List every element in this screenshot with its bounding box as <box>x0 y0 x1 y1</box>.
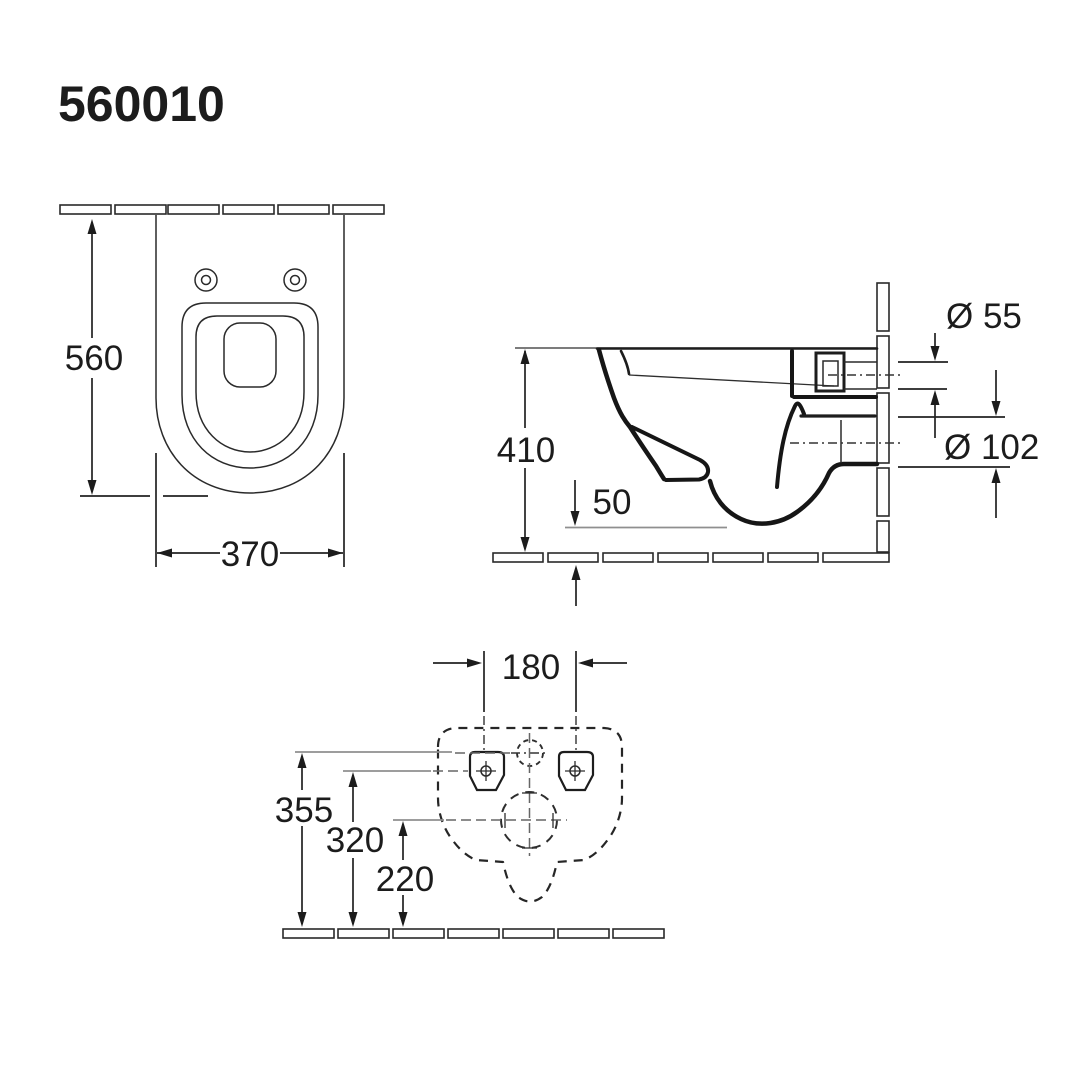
dim-label-355: 355 <box>275 791 333 830</box>
wall-section-top <box>59 204 385 215</box>
dim-label-320: 320 <box>326 821 384 860</box>
dim-inlet-height-355: 355 <box>275 753 333 927</box>
top-view: 560 370 <box>59 204 385 574</box>
dim-label-180: 180 <box>502 648 560 687</box>
dim-bolt-spacing-180: 180 <box>433 648 627 750</box>
dim-outlet-diameter: Ø 102 <box>898 370 1039 518</box>
dim-label-d55: Ø 55 <box>946 297 1022 336</box>
floor-section-side <box>492 552 890 563</box>
product-number: 560010 <box>58 76 225 132</box>
outlet-opening <box>491 733 567 856</box>
dim-label-50: 50 <box>593 483 632 522</box>
dim-rim-50: 50 <box>565 480 727 606</box>
dim-label-560: 560 <box>65 339 123 378</box>
bolt-hole-right <box>283 268 307 292</box>
dim-width-370: 370 <box>155 453 345 574</box>
dim-outlet-height-220: 220 <box>376 821 434 927</box>
toilet-plan-outline <box>155 215 345 494</box>
fixing-hole-right <box>557 750 595 792</box>
fixing-hole-left <box>468 750 506 792</box>
toilet-profile <box>515 347 902 526</box>
dim-label-d102: Ø 102 <box>944 428 1039 467</box>
dim-label-410: 410 <box>497 431 555 470</box>
dim-height-410: 410 <box>497 349 555 552</box>
bolt-hole-left <box>194 268 218 292</box>
inlet-socket <box>814 351 846 393</box>
dim-inlet-diameter: Ø 55 <box>898 297 1022 438</box>
dim-bolt-height-320: 320 <box>326 772 384 927</box>
floor-section-rear <box>282 928 665 939</box>
dim-label-220: 220 <box>376 860 434 899</box>
side-view: 410 50 Ø 55 Ø 1 <box>492 282 1039 606</box>
dim-depth-560: 560 <box>65 219 208 497</box>
wall-section-side <box>876 282 890 553</box>
rear-view: 180 355 320 <box>275 648 665 939</box>
extension-lines <box>295 751 512 821</box>
dim-label-370: 370 <box>221 535 279 574</box>
